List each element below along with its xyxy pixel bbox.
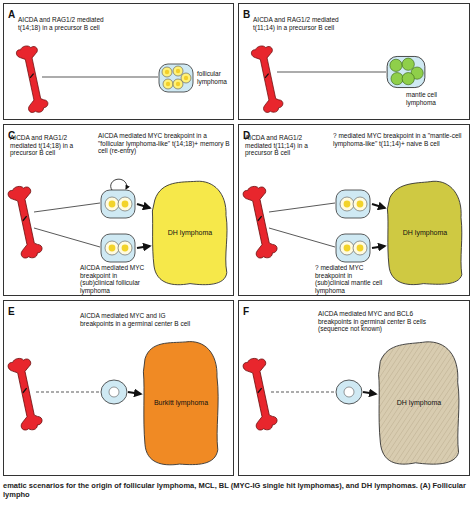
annotation: AICDA mediated MYC and BCL6 breakpoints … (318, 310, 440, 333)
cell-cluster: mantle cell lymphoma (386, 55, 468, 115)
lymphoma-name: follicular lymphoma (197, 70, 231, 85)
figure-caption: ematic scenarios for the origin of folli… (3, 481, 469, 499)
panel-letter: B (243, 9, 250, 20)
lymphoma-name: DH lymphoma (403, 229, 447, 238)
cell-cluster-shape (386, 55, 426, 89)
annotation: ? mediated MYC breakpoint in (sub)clinic… (315, 264, 385, 294)
lymphoma-name: DH lymphoma (168, 229, 212, 238)
cell-cluster: follicular lymphoma (158, 58, 233, 98)
lymphoma-name: DH lymphoma (397, 399, 441, 408)
lymphoma-mass: DH lymphoma (385, 178, 465, 288)
annotation: AICDA mediated MYC and IG breakpoints in… (80, 312, 192, 327)
lymphoma-mass: Burkitt lymphoma (141, 338, 221, 468)
panel-letter: A (8, 9, 15, 20)
panel-letter: F (243, 306, 249, 317)
lymphoma-mass: DH lymphoma (376, 338, 462, 468)
annotation: AICDA and RAG1/2 mediated t(14;18) in a … (10, 134, 94, 157)
annotation: AICDA mediated MYC breakpoint in a "foll… (98, 132, 230, 155)
panel-letter: E (8, 306, 15, 317)
annotation: AICDA and RAG1/2 mediated t(11;14) in a … (253, 16, 361, 31)
annotation: AICDA and RAG1/2 mediated t(11;14) in a … (245, 134, 329, 157)
lymphoma-name: mantle cell lymphoma (406, 91, 466, 106)
lymphoma-name: Burkitt lymphoma (154, 399, 208, 408)
lymphoma-mass: DH lymphoma (150, 178, 230, 288)
annotation: ? mediated MYC breakpoint in a "mantle-c… (333, 132, 465, 147)
annotation: AICDA mediated MYC breakpoint in (sub)cl… (80, 264, 150, 294)
annotation: AICDA and RAG1/2 mediated t(14;18) in a … (18, 16, 126, 31)
cell-cluster-shape (158, 63, 194, 93)
